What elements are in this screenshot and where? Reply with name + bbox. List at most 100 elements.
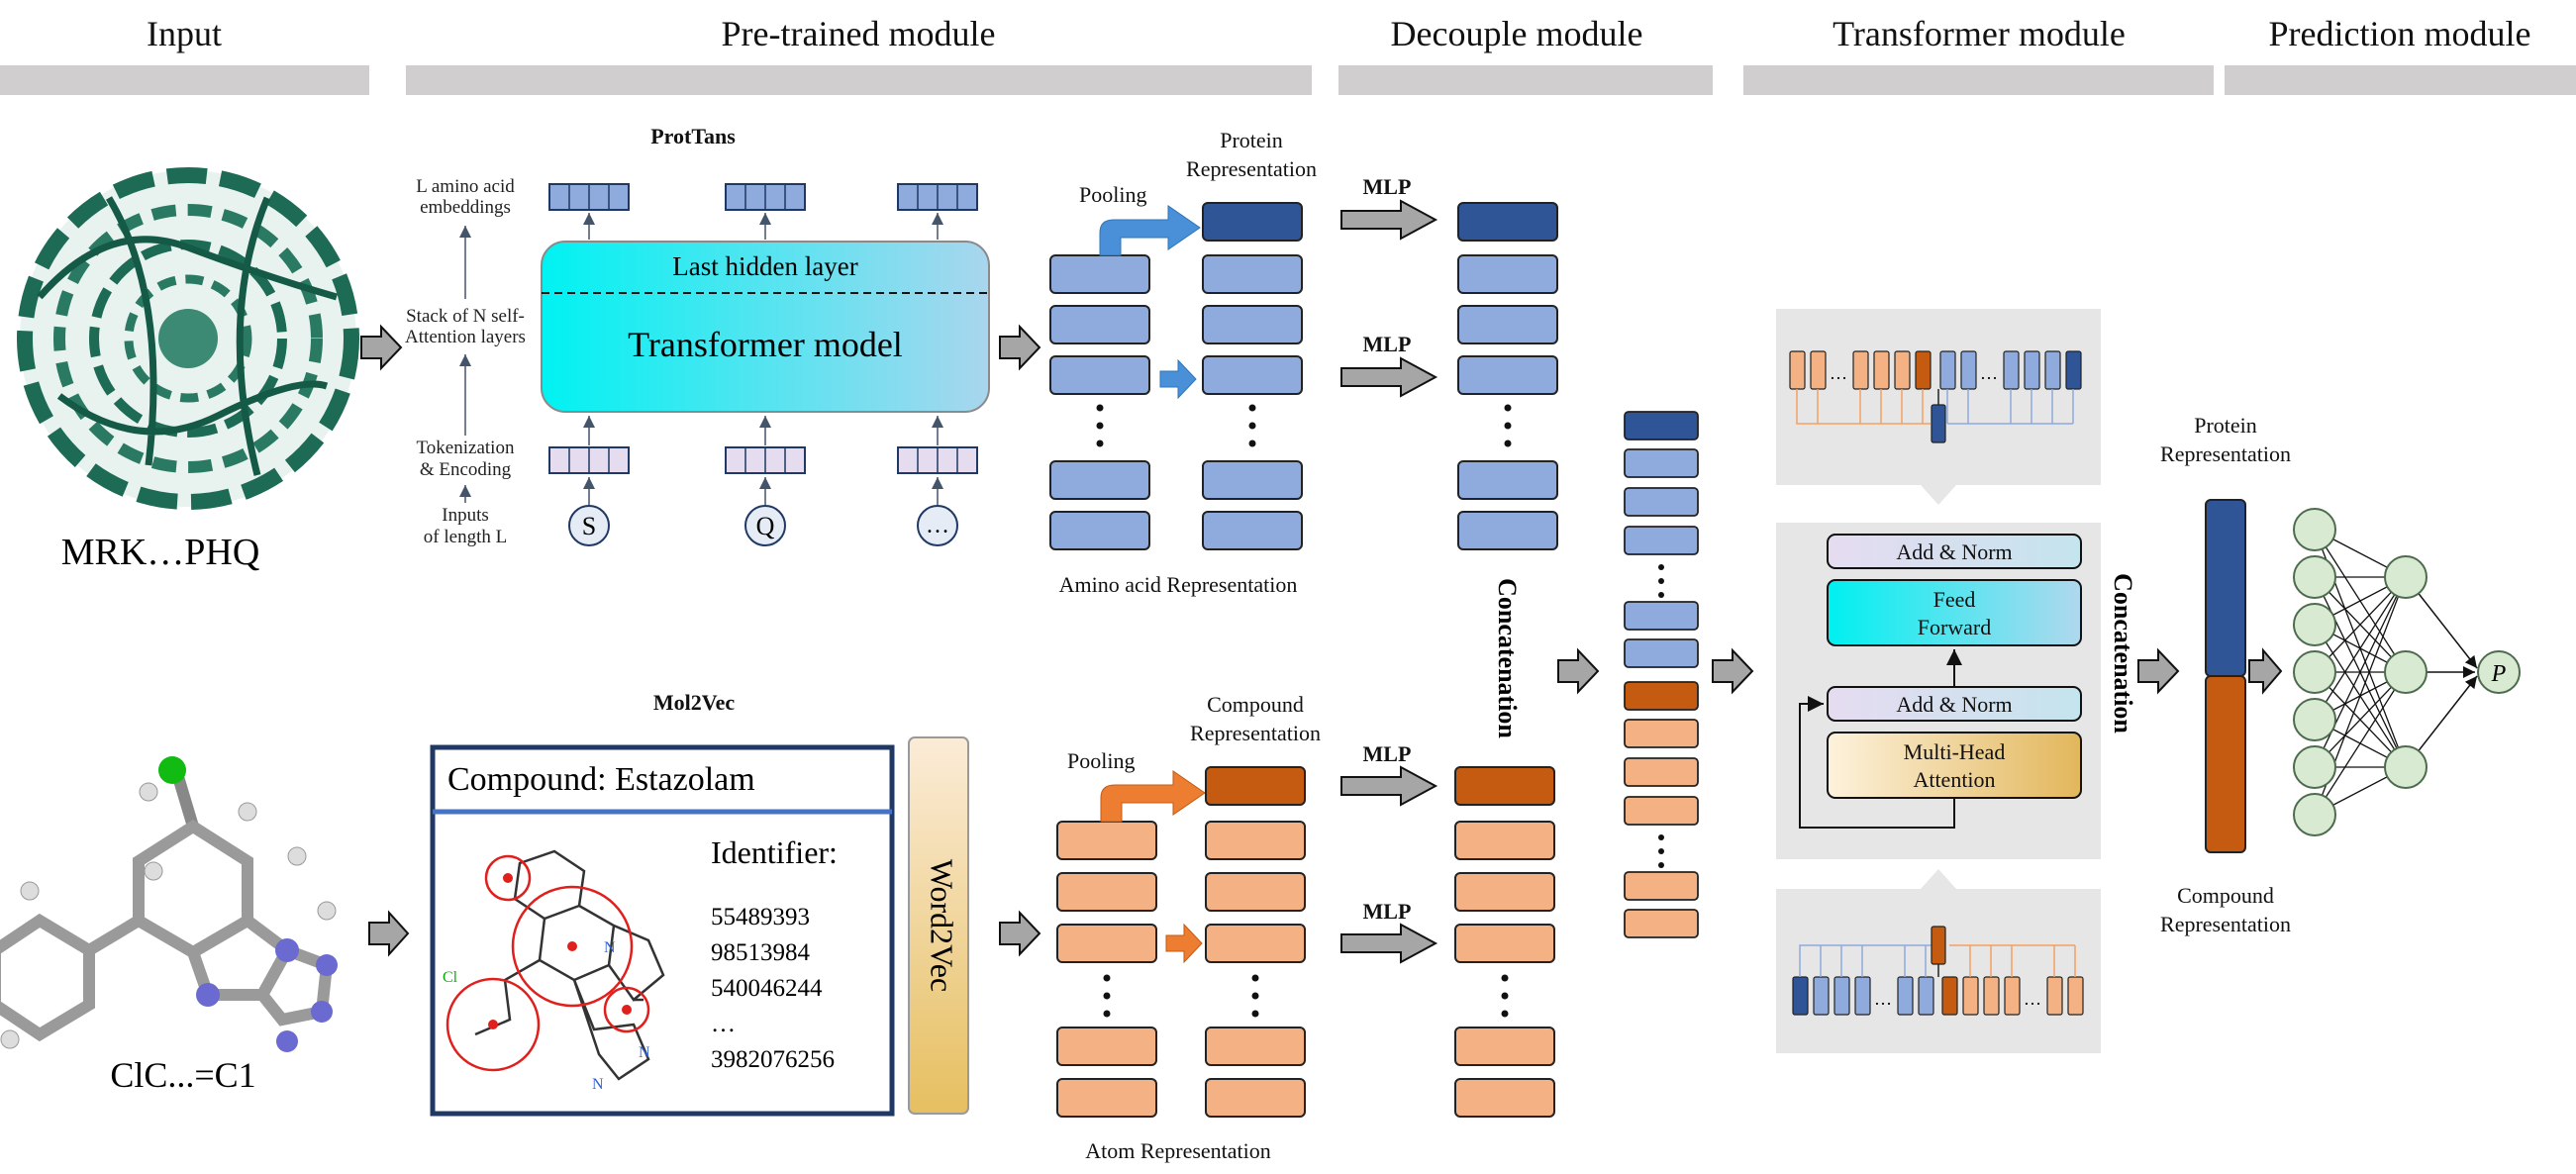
pred-compound-label-2: Representation — [2160, 912, 2291, 936]
protein-sequence: MRK…PHQ — [61, 532, 260, 573]
add-norm-top — [1827, 534, 2082, 569]
amino-acid-embeddings — [548, 183, 978, 240]
final-protein-vector — [2205, 499, 2246, 677]
compound-structure-image — [0, 756, 338, 1052]
compound-pooling-arrow — [1100, 770, 1206, 823]
mol2vec-title: Mol2Vec — [653, 690, 736, 715]
arrow-decouple-to-concat — [1557, 647, 1600, 695]
identifier-label: Identifier: — [711, 834, 838, 870]
feed-forward-label-2: Forward — [1918, 615, 1992, 639]
token-encodings — [548, 416, 978, 505]
inp-label-2: of length L — [424, 527, 507, 547]
identifier-3: 540046244 — [711, 975, 823, 1002]
final-compound-vector — [2205, 675, 2246, 853]
compound-rep-label-1: Compound — [1207, 692, 1304, 717]
compound-rep-label-2: Representation — [1190, 721, 1321, 745]
input-tokens: S Q … — [568, 505, 958, 546]
attention-bottom-tokens: … … — [1792, 926, 2084, 1016]
compound-smiles: ClC...=C1 — [110, 1055, 255, 1095]
protein-pooling-arrow — [1099, 205, 1201, 256]
decoupled-compound-stack — [1454, 766, 1555, 1118]
protein-representation-stack — [1202, 202, 1303, 550]
mlp-arrow-protein-2 — [1340, 356, 1438, 398]
add-norm-bottom-label: Add & Norm — [1896, 692, 2012, 717]
stack-label-1: Stack of N self- — [406, 306, 525, 327]
mlp-arrow-compound-1 — [1340, 765, 1438, 807]
mlp-label-protein-2: MLP — [1363, 332, 1412, 356]
estazolam-structure: Cl N N N — [443, 849, 665, 1093]
header-pretrained: Pre-trained module — [722, 14, 996, 53]
prediction-network — [2293, 508, 2521, 836]
compound-name: Compound: Estazolam — [447, 761, 755, 798]
output-p: P — [2491, 661, 2507, 687]
protein-structure-image — [17, 167, 359, 510]
arrow-protein-to-prottrans — [360, 324, 403, 371]
chlorine-atom: Cl — [443, 969, 458, 986]
tok-label-2: & Encoding — [420, 459, 512, 480]
identifier-5: 3982076256 — [711, 1046, 835, 1073]
protein-identity-arrow — [1159, 358, 1197, 400]
emb-label-2: embeddings — [420, 197, 511, 218]
compound-pooling-label: Pooling — [1067, 748, 1135, 773]
mha-label-1: Multi-Head — [1904, 739, 2006, 764]
prottrans-title: ProtTans — [650, 124, 736, 148]
mlp-arrow-compound-2 — [1340, 923, 1438, 964]
word2vec-label: Word2Vec — [925, 859, 960, 992]
arrow-transformer-out — [2137, 647, 2180, 695]
tok-label-1: Tokenization — [417, 438, 515, 458]
mlp-label-compound-2: MLP — [1363, 899, 1412, 924]
pred-compound-label-1: Compound — [2177, 883, 2274, 908]
protein-pooling-label: Pooling — [1079, 182, 1146, 207]
add-norm-top-label: Add & Norm — [1896, 539, 2012, 564]
compound-identity-arrow — [1165, 923, 1203, 964]
amino-rep-caption: Amino acid Representation — [1059, 572, 1298, 597]
svg-text:…: … — [1830, 363, 1847, 383]
word2vec-box — [908, 736, 969, 1115]
emb-label-1: L amino acid — [416, 176, 515, 197]
protein-rep-label-1: Protein — [1220, 128, 1283, 152]
decoupled-protein-stack — [1457, 202, 1558, 550]
identifier-ellipsis: … — [711, 1011, 736, 1037]
last-hidden-layer: Last hidden layer — [672, 251, 857, 281]
token-s: S — [582, 512, 596, 540]
header-input: Input — [147, 14, 222, 53]
mha-label-2: Attention — [1913, 767, 1995, 792]
svg-text:…: … — [1980, 363, 1998, 383]
arrow-compound-to-mol2vec — [368, 910, 410, 957]
nitrogen-atom-1: N — [604, 939, 616, 956]
header-transformer: Transformer module — [1833, 14, 2126, 53]
concatenated-vector — [1624, 411, 1699, 938]
identifier-1: 55489393 — [711, 904, 810, 930]
feed-forward-box — [1827, 579, 2082, 646]
inp-label-1: Inputs — [442, 505, 489, 526]
transformer-concatenation: Concatenation — [2109, 573, 2137, 734]
arrow-to-mlp-head — [2248, 647, 2283, 695]
transformer-model-box — [541, 241, 990, 413]
mlp-arrow-protein-1 — [1340, 199, 1438, 241]
svg-text:…: … — [2024, 989, 2041, 1009]
header-bars — [0, 65, 2576, 95]
stack-label-2: Attention layers — [405, 327, 526, 347]
atom-representation — [1056, 821, 1157, 1118]
atom-rep-caption: Atom Representation — [1085, 1138, 1271, 1163]
protein-rep-label-2: Representation — [1186, 156, 1317, 181]
mol2vec-compound-box — [430, 744, 895, 1117]
arrow-prottrans-out — [999, 324, 1041, 371]
arrow-concat-to-transformer — [1712, 647, 1754, 695]
identifier-2: 98513984 — [711, 939, 811, 966]
header-decouple: Decouple module — [1391, 14, 1643, 53]
mlp-label-compound-1: MLP — [1363, 741, 1412, 766]
transformer-model-label: Transformer model — [628, 325, 903, 364]
header-prediction: Prediction module — [2269, 14, 2531, 53]
mlp-label-protein-1: MLP — [1363, 174, 1412, 199]
token-ellipsis: … — [926, 513, 949, 538]
amino-acid-representation — [1049, 254, 1150, 550]
token-q: Q — [756, 512, 775, 540]
feed-forward-label-1: Feed — [1933, 587, 1976, 612]
nitrogen-atom-2: N — [639, 1044, 650, 1061]
decouple-concatenation: Concatenation — [1493, 578, 1522, 738]
svg-text:…: … — [1874, 989, 1892, 1009]
pred-protein-label-2: Representation — [2160, 441, 2291, 466]
arrow-mol2vec-out — [999, 910, 1041, 957]
